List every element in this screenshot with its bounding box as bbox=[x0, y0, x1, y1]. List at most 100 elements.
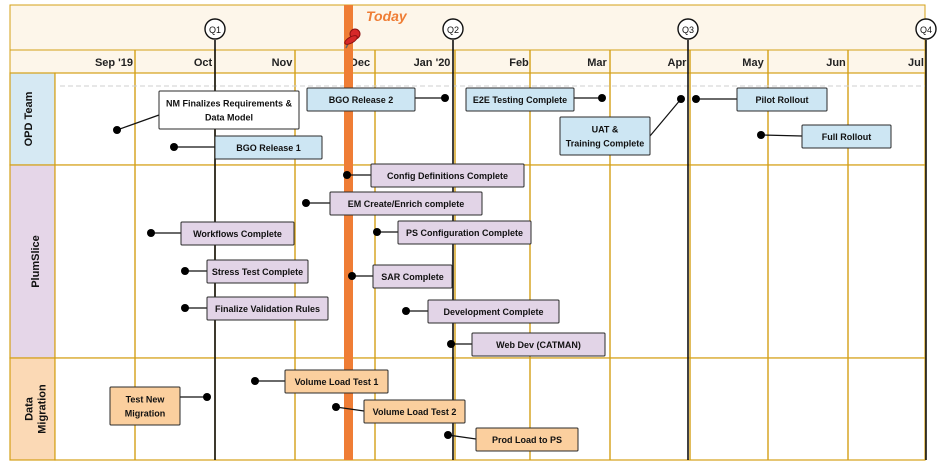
milestone-box bbox=[559, 116, 651, 156]
month-label: Dec bbox=[350, 57, 370, 69]
month-label: Jun bbox=[826, 57, 846, 69]
milestone-label: Development Complete bbox=[443, 307, 543, 317]
month-label: May bbox=[742, 57, 764, 69]
milestone-box bbox=[206, 259, 309, 284]
milestone-label: UAT & bbox=[592, 125, 619, 135]
today-line bbox=[344, 5, 353, 460]
month-label: Oct bbox=[194, 57, 213, 69]
milestone-label: BGO Release 2 bbox=[329, 95, 394, 105]
milestone: Workflows Complete bbox=[147, 221, 295, 246]
milestone: Volume Load Test 2 bbox=[332, 399, 466, 424]
milestone-dot bbox=[332, 403, 340, 411]
milestone: UAT & Training Complete bbox=[559, 95, 685, 156]
milestone-label: PS Configuration Complete bbox=[406, 228, 523, 238]
milestone-box bbox=[180, 221, 295, 246]
milestone-label: NM Finalizes Requirements & bbox=[166, 99, 293, 109]
milestone-label: SAR Complete bbox=[381, 272, 444, 282]
month-label: Jul bbox=[908, 57, 924, 69]
milestone-box bbox=[370, 163, 525, 188]
milestone-label: Stress Test Complete bbox=[212, 267, 303, 277]
milestone-dot bbox=[692, 95, 700, 103]
milestone-label: Migration bbox=[125, 409, 166, 419]
milestone-box bbox=[372, 264, 453, 289]
milestone-label: Data Model bbox=[205, 113, 253, 123]
milestone-dot bbox=[444, 431, 452, 439]
milestone-label: Test New bbox=[126, 395, 166, 405]
milestone-box bbox=[736, 87, 828, 112]
milestone-box bbox=[109, 386, 181, 426]
milestone-box bbox=[801, 124, 892, 149]
milestone-label: Volume Load Test 1 bbox=[295, 377, 379, 387]
quarter-label: Q4 bbox=[920, 25, 932, 35]
milestone: Stress Test Complete bbox=[181, 259, 309, 284]
quarter-marker bbox=[442, 18, 464, 40]
milestone-box bbox=[475, 427, 579, 452]
lane-label-text: Migration bbox=[37, 384, 49, 434]
milestone-dot bbox=[677, 95, 685, 103]
lane-label-text: Data bbox=[24, 396, 36, 421]
milestone-connector bbox=[447, 434, 477, 440]
milestone-box bbox=[471, 332, 606, 357]
milestone: Development Complete bbox=[402, 299, 560, 324]
milestone-box bbox=[465, 87, 575, 112]
milestone: Prod Load to PS bbox=[444, 427, 579, 452]
milestone: Finalize Validation Rules bbox=[181, 296, 329, 321]
milestone-dot bbox=[203, 393, 211, 401]
milestone-dot bbox=[181, 267, 189, 275]
milestone-dot bbox=[441, 94, 449, 102]
milestone-box bbox=[427, 299, 560, 324]
month-header-band bbox=[9, 49, 926, 74]
milestone-dot bbox=[402, 307, 410, 315]
milestone-dot bbox=[181, 304, 189, 312]
lane-label: OPD Team bbox=[23, 91, 35, 146]
milestone-label: Pilot Rollout bbox=[756, 95, 809, 105]
milestone-box bbox=[158, 90, 300, 130]
quarter-marker bbox=[915, 18, 937, 40]
lane-label-text: OPD Team bbox=[23, 91, 35, 146]
milestone-label: Web Dev (CATMAN) bbox=[496, 340, 581, 350]
month-label: Sep '19 bbox=[95, 57, 133, 69]
milestone-dot bbox=[447, 340, 455, 348]
milestone: Config Definitions Complete bbox=[343, 163, 525, 188]
milestone-label: EM Create/Enrich complete bbox=[348, 199, 465, 209]
milestone-dot bbox=[598, 94, 606, 102]
milestone: Web Dev (CATMAN) bbox=[447, 332, 606, 357]
milestone-dot bbox=[113, 126, 121, 134]
milestone-connector bbox=[116, 114, 160, 131]
quarter-marker bbox=[204, 18, 226, 40]
lane-label-cell bbox=[9, 357, 56, 461]
pushpin-icon bbox=[344, 28, 361, 49]
milestone-box bbox=[206, 296, 329, 321]
milestone-connector bbox=[335, 406, 365, 412]
milestone-label: E2E Testing Complete bbox=[473, 95, 567, 105]
milestone: NM Finalizes Requirements & Data Model bbox=[113, 90, 300, 134]
milestone-dot bbox=[348, 272, 356, 280]
milestone: Full Rollout bbox=[757, 124, 892, 149]
milestone-box bbox=[306, 87, 416, 112]
milestone-box bbox=[214, 135, 323, 160]
milestone-dot bbox=[343, 171, 351, 179]
today-label: Today bbox=[366, 8, 408, 24]
milestone-box bbox=[329, 191, 483, 216]
milestone-label: Training Complete bbox=[566, 139, 645, 149]
milestone-label: BGO Release 1 bbox=[236, 143, 301, 153]
today-line-overlay bbox=[344, 5, 353, 460]
milestone-dot bbox=[147, 229, 155, 237]
milestone-dot bbox=[757, 131, 765, 139]
month-label: Mar bbox=[587, 57, 607, 69]
month-label: Jan '20 bbox=[414, 57, 451, 69]
milestone: PS Configuration Complete bbox=[373, 220, 532, 245]
month-label: Nov bbox=[272, 57, 294, 69]
milestone: BGO Release 2 bbox=[306, 87, 449, 112]
milestone-connector bbox=[649, 98, 682, 137]
milestone: SAR Complete bbox=[348, 264, 453, 289]
milestone: EM Create/Enrich complete bbox=[302, 191, 483, 216]
milestone-dot bbox=[302, 199, 310, 207]
milestone-label: Workflows Complete bbox=[193, 229, 282, 239]
milestone-label: Prod Load to PS bbox=[492, 435, 562, 445]
milestone: Pilot Rollout bbox=[692, 87, 828, 112]
